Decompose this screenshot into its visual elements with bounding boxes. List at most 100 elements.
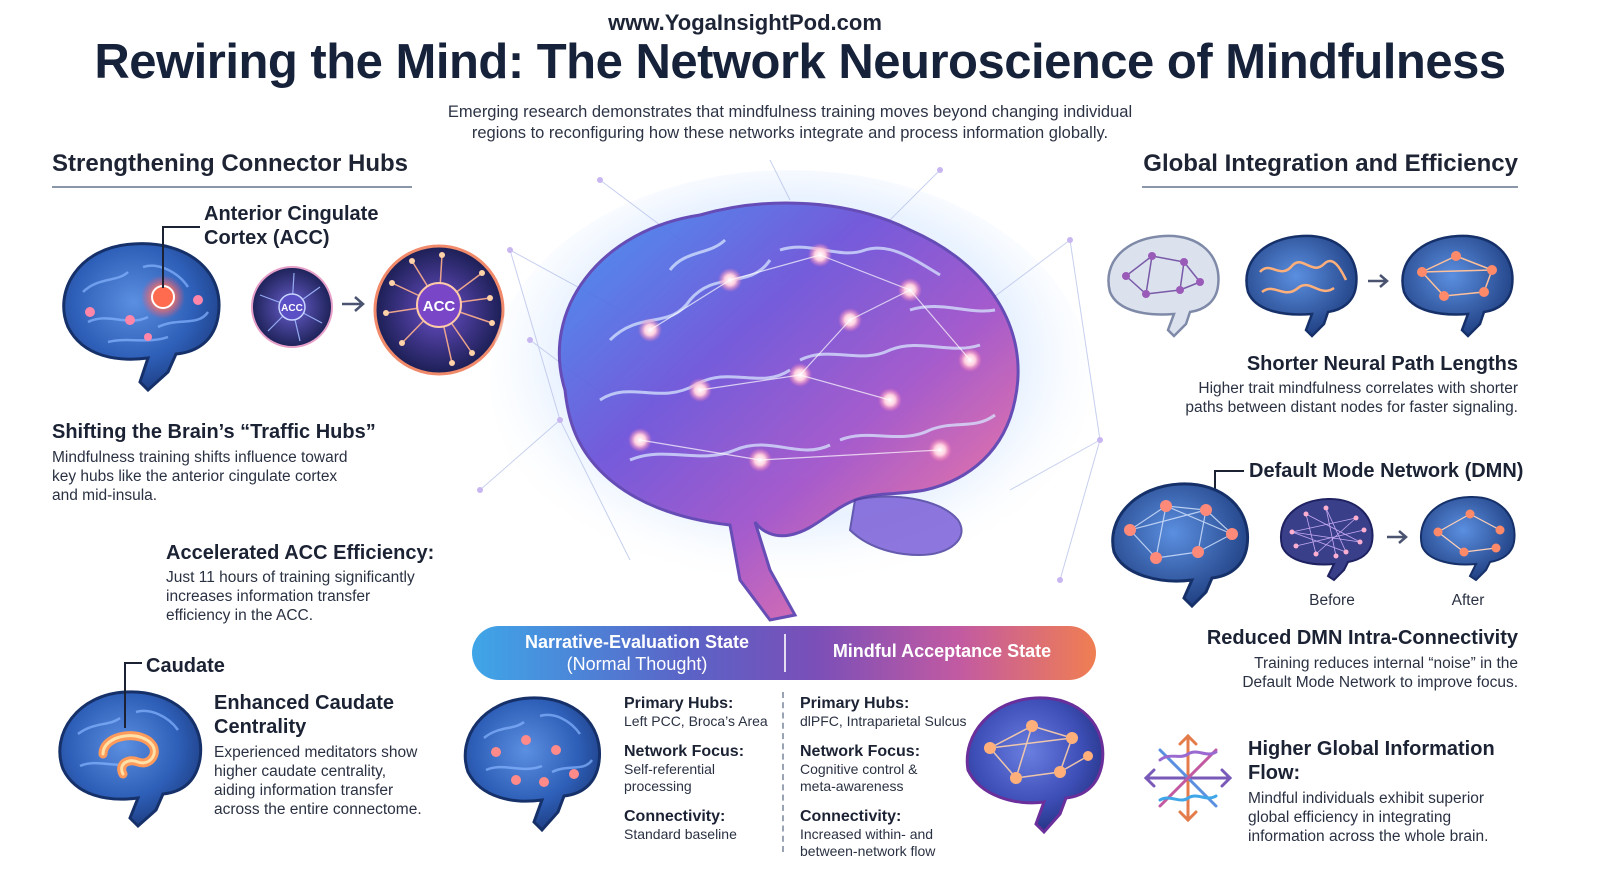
normal-focus-line-2: processing: [624, 778, 692, 794]
flow-line-2: global efficiency in integrating: [1248, 809, 1452, 826]
mindful-focus-label: Network Focus:: [800, 743, 921, 760]
traffic-line-2: key hubs like the anterior cingulate cor…: [52, 468, 338, 485]
acc-efficiency-text: Just 11 hours of training significantly …: [166, 568, 466, 625]
website-url: www.YogaInsightPod.com: [608, 10, 882, 35]
acc-small-text: ACC: [281, 303, 303, 314]
caudate-pointer-line-h: [124, 662, 142, 664]
acc-pointer-line-h: [162, 226, 200, 228]
mindful-focus-line-1: Cognitive control &: [800, 761, 918, 777]
path-length-title: Shorter Neural Path Lengths: [1246, 353, 1518, 375]
normal-state-details: Primary Hubs: Left PCC, Broca’s Area Net…: [624, 694, 780, 855]
mindful-focus-line-2: meta-awareness: [800, 778, 904, 794]
caudate-block: Enhanced Caudate Centrality Experienced …: [214, 691, 474, 819]
brain-nodes: [628, 243, 982, 472]
caudate-line-4: across the entire connectome.: [214, 801, 422, 818]
flow-line-3: information across the whole brain.: [1248, 828, 1489, 845]
acc-label-line-1: Anterior Cingulate: [204, 203, 379, 225]
flow-line-1: Mindful individuals exhibit superior: [1248, 790, 1485, 807]
intro-line-2: regions to reconfiguring how these netwo…: [471, 124, 1109, 142]
mindful-brain-icon: [960, 692, 1110, 842]
acc-pointer-line: [162, 226, 164, 288]
page-title: Rewiring the Mind: The Network Neuroscie…: [94, 35, 1506, 89]
dmn-pointer-line-h: [1214, 470, 1244, 472]
traffic-line-3: and mid-insula.: [52, 487, 158, 504]
states-divider: [782, 692, 784, 852]
after-label: After: [1451, 592, 1485, 609]
dmn-after-brain-icon: [1416, 494, 1520, 582]
acc-efficiency-block: Accelerated ACC Efficiency: Just 11 hour…: [166, 541, 466, 625]
central-brain-illustration: [470, 160, 1110, 630]
before-label: Before: [1309, 592, 1355, 609]
acc-label-line-2: Cortex (ACC): [204, 227, 330, 249]
dmn-line-1: Training reduces internal “noise” in the: [1254, 655, 1518, 672]
caudate-line-2: higher caudate centrality,: [214, 763, 387, 780]
dmn-brain-icon: [1106, 480, 1256, 608]
caudate-label: Caudate: [146, 655, 225, 677]
path-length-brain-wavy-icon: [1240, 232, 1364, 338]
caudate-brain-icon: [48, 684, 208, 829]
path-length-brain-gray-icon: [1102, 232, 1226, 338]
path-length-text: Higher trait mindfulness correlates with…: [1118, 379, 1518, 417]
global-flow-icon: [1140, 730, 1236, 826]
mindful-hubs-value: dlPFC, Intraparietal Sulcus: [800, 713, 967, 729]
global-flow-text: Mindful individuals exhibit superior glo…: [1248, 789, 1538, 846]
arrow-right-icon: [1366, 272, 1392, 290]
dmn-label: Default Mode Network (DMN): [1249, 460, 1524, 482]
section-heading-global-integration: Global Integration and Efficiency: [1142, 150, 1518, 188]
normal-connectivity-value: Standard baseline: [624, 826, 737, 842]
acc-efficiency-title: Accelerated ACC Efficiency:: [166, 542, 435, 564]
caudate-text: Experienced meditators show higher cauda…: [214, 743, 474, 819]
caudate-title-line-1: Enhanced Caudate: [214, 692, 395, 714]
dmn-line-2: Default Mode Network to improve focus.: [1242, 674, 1518, 691]
intro-text: Emerging research demonstrates that mind…: [400, 102, 1180, 144]
normal-focus-label: Network Focus:: [624, 743, 745, 760]
acc-eff-line-1: Just 11 hours of training significantly: [166, 569, 415, 586]
narrative-line-1: Narrative-Evaluation State: [524, 632, 750, 652]
dmn-title: Reduced DMN Intra-Connectivity: [1206, 627, 1518, 649]
dmn-block: Reduced DMN Intra-Connectivity Training …: [1118, 626, 1518, 692]
dmn-before-brain-icon: [1276, 496, 1378, 582]
path-line-2: paths between distant nodes for faster s…: [1185, 399, 1518, 416]
mindful-focus-value: Cognitive control & meta-awareness: [800, 761, 970, 795]
global-flow-title: Higher Global Information Flow:: [1248, 738, 1495, 784]
path-line-1: Higher trait mindfulness correlates with…: [1198, 380, 1518, 397]
acc-network-small-icon: ACC: [250, 265, 334, 349]
arrow-right-icon: [1385, 528, 1411, 546]
normal-thought-brain-icon: [456, 692, 606, 842]
acc-brain-icon: [48, 232, 228, 392]
global-flow-block: Higher Global Information Flow: Mindful …: [1248, 737, 1538, 846]
caudate-line-3: aiding information transfer: [214, 782, 394, 799]
caudate-pointer-line: [124, 662, 126, 728]
banner-divider: [784, 634, 786, 672]
narrative-line-2: (Normal Thought): [566, 654, 708, 674]
intro-line-1: Emerging research demonstrates that mind…: [447, 103, 1133, 121]
acc-eff-line-3: efficiency in the ACC.: [166, 607, 314, 624]
path-length-block: Shorter Neural Path Lengths Higher trait…: [1118, 352, 1518, 417]
acc-big-text: ACC: [423, 298, 456, 315]
narrative-state-label: Narrative-Evaluation State (Normal Thoug…: [492, 631, 782, 675]
traffic-hubs-title: Shifting the Brain’s “Traffic Hubs”: [52, 421, 376, 443]
arrow-right-icon: [340, 294, 368, 314]
section-heading-connector-hubs: Strengthening Connector Hubs: [52, 150, 412, 188]
mindful-conn-line-1: Increased within- and: [800, 826, 934, 842]
acc-network-large-icon: ACC: [372, 243, 506, 377]
dmn-text: Training reduces internal “noise” in the…: [1118, 654, 1518, 692]
caudate-line-1: Experienced meditators show: [214, 744, 418, 761]
states-banner: Narrative-Evaluation State (Normal Thoug…: [472, 626, 1096, 680]
mindful-state-details: Primary Hubs: dlPFC, Intraparietal Sulcu…: [800, 694, 970, 872]
acc-label: Anterior Cingulate Cortex (ACC): [204, 202, 378, 250]
acc-eff-line-2: increases information transfer: [166, 588, 371, 605]
caudate-title-line-2: Centrality: [214, 716, 307, 738]
mindful-state-label: Mindful Acceptance State: [832, 641, 1052, 661]
mindful-connectivity-label: Connectivity:: [800, 808, 902, 825]
normal-focus-value: Self-referential processing: [624, 761, 780, 795]
path-length-brain-efficient-icon: [1396, 232, 1520, 338]
normal-focus-line-1: Self-referential: [624, 761, 716, 777]
caudate-title: Enhanced Caudate Centrality: [214, 691, 474, 739]
mindful-connectivity-value: Increased within- and between-network fl…: [800, 826, 970, 860]
mindful-hubs-label: Primary Hubs:: [800, 695, 910, 712]
traffic-hubs-text: Mindfulness training shifts influence to…: [52, 448, 432, 505]
normal-hubs-value: Left PCC, Broca’s Area: [624, 713, 768, 729]
normal-hubs-label: Primary Hubs:: [624, 695, 734, 712]
traffic-hubs-block: Shifting the Brain’s “Traffic Hubs” Mind…: [52, 420, 432, 505]
